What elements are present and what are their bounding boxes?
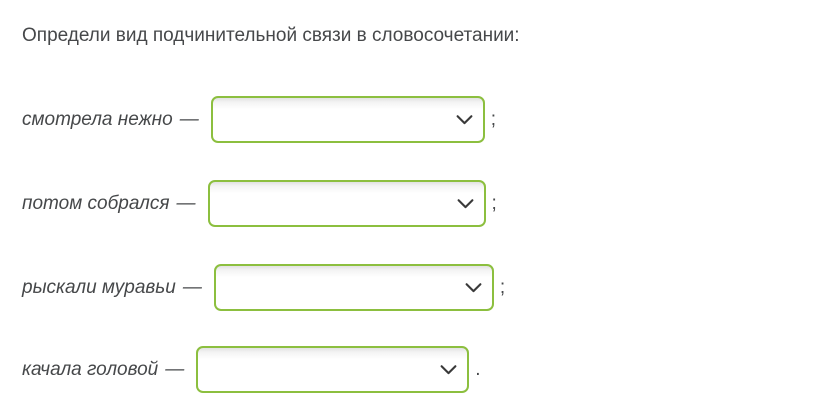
row-punctuation: ; (491, 192, 497, 214)
row-punctuation: ; (499, 276, 506, 298)
answer-select-2[interactable] (207, 180, 486, 227)
answer-row: качала головой — . (22, 346, 481, 393)
select-wrapper (213, 264, 494, 311)
phrase-label: потом собрался (22, 192, 170, 214)
answer-row: смотрела нежно — ; (22, 96, 496, 143)
phrase-label: качала головой (22, 358, 159, 380)
phrase-label: смотрела нежно (22, 108, 173, 130)
em-dash: — (182, 276, 202, 298)
select-wrapper (207, 180, 486, 227)
answer-select-3[interactable] (213, 264, 494, 311)
select-wrapper (196, 346, 470, 393)
row-punctuation: . (475, 358, 481, 380)
answer-select-1[interactable] (210, 96, 485, 143)
page-title: Определи вид подчинительной связи в слов… (22, 25, 520, 46)
em-dash: — (165, 358, 185, 380)
select-wrapper (210, 96, 485, 143)
phrase-label: рыскали муравьи (22, 276, 176, 298)
answer-row: рыскали муравьи — ; (22, 264, 505, 311)
answer-select-4[interactable] (196, 346, 470, 393)
answer-row: потом собрался — ; (22, 180, 497, 227)
em-dash: — (176, 192, 196, 214)
row-punctuation: ; (490, 108, 496, 130)
em-dash: — (179, 108, 199, 130)
